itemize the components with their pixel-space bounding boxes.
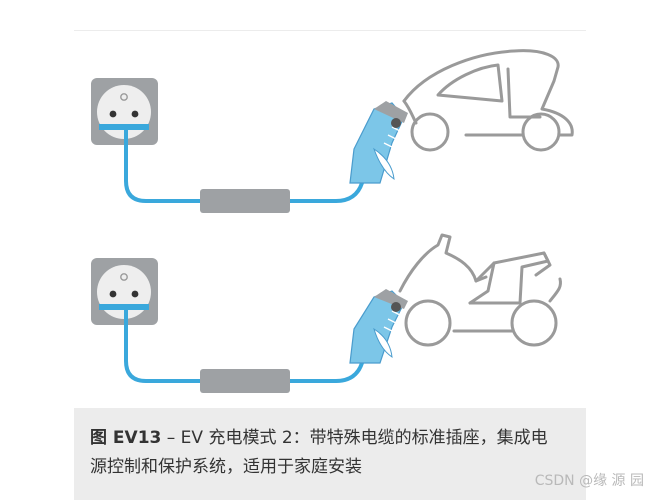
watermark: CSDN @缘 源 园 xyxy=(535,470,644,490)
charging-plug-icon xyxy=(350,101,408,183)
motorcycle-outline-icon xyxy=(400,235,561,345)
caption-box: 图 EV13 – EV 充电模式 2：带特殊电缆的标准插座，集成电源控制和保护系… xyxy=(74,408,586,500)
ev-charging-diagram xyxy=(74,31,586,409)
car-outline-icon xyxy=(404,51,572,150)
motorcycle-charging-scene xyxy=(91,235,561,393)
figure-label: 图 EV13 xyxy=(90,428,161,448)
control-box-icon xyxy=(200,189,290,213)
figure-panel xyxy=(74,30,586,409)
control-box-icon-2 xyxy=(200,369,290,393)
figure-caption: 图 EV13 – EV 充电模式 2：带特殊电缆的标准插座，集成电源控制和保护系… xyxy=(90,424,560,482)
car-charging-scene xyxy=(91,51,572,213)
charging-plug-icon-2 xyxy=(350,289,408,363)
